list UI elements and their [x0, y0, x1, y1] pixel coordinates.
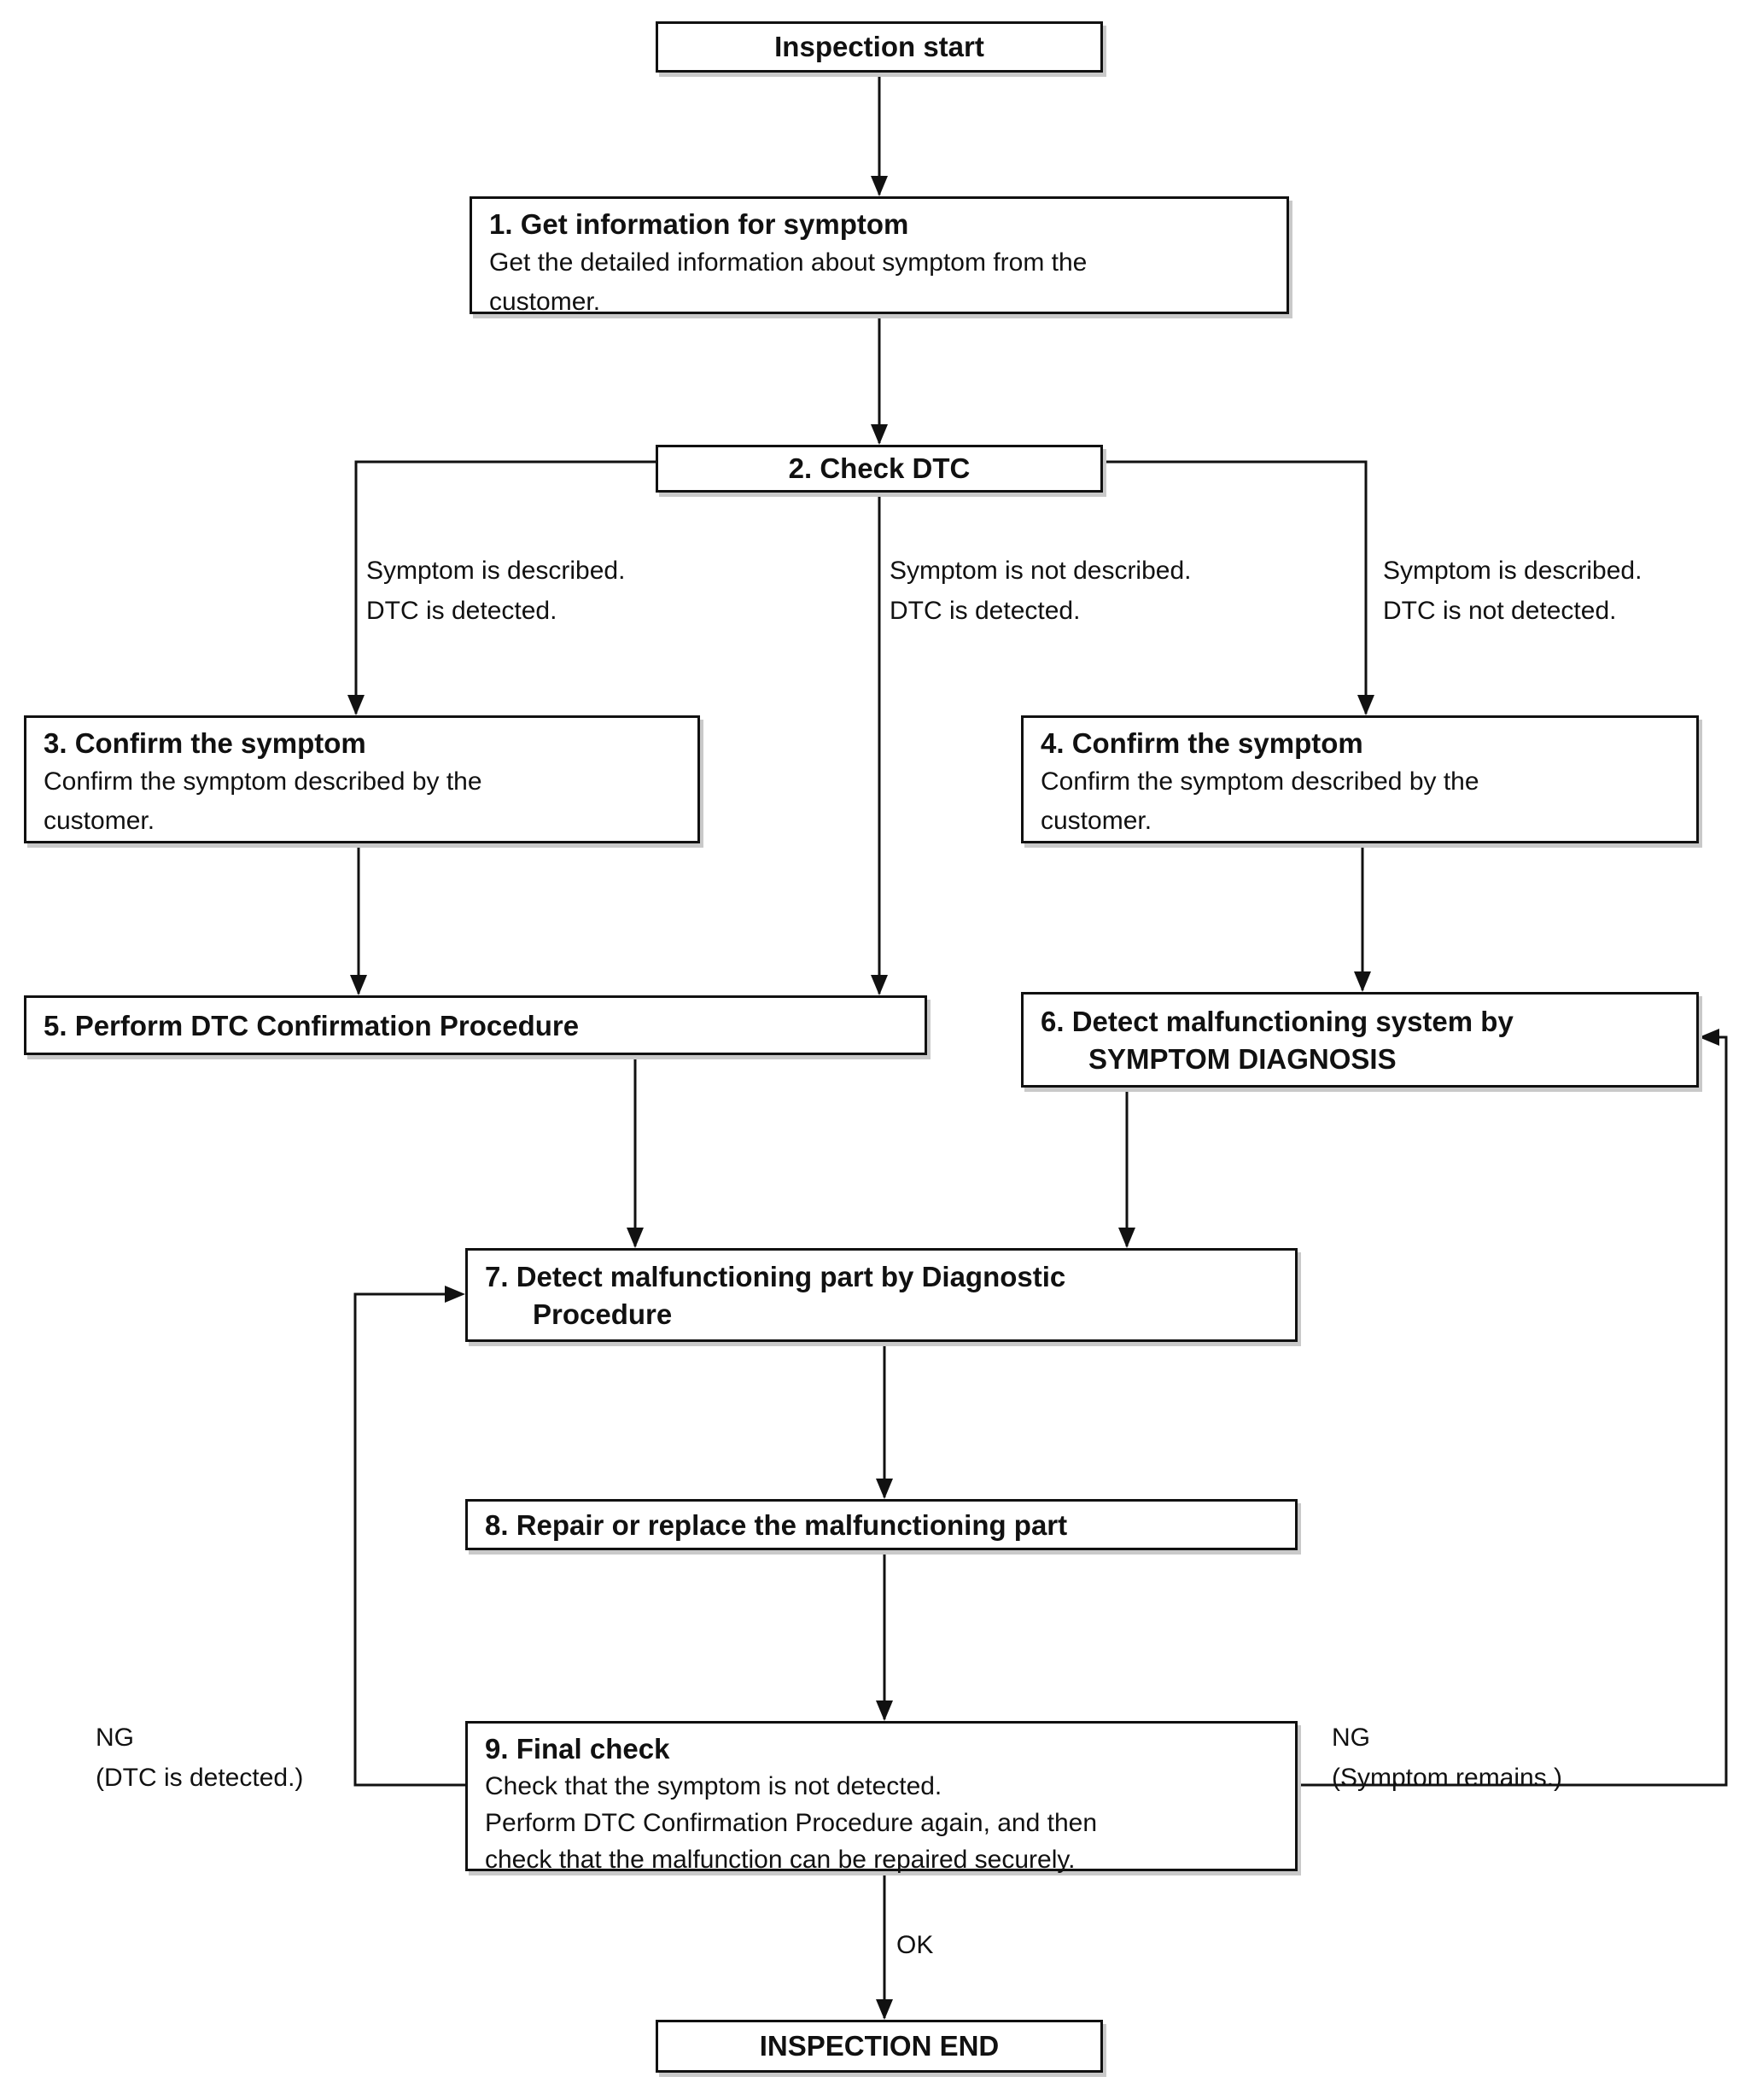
node-step-4: 4. Confirm the symptom Confirm the sympt… [1021, 715, 1699, 843]
arrowhead-into-step7-right-col [1118, 1228, 1135, 1248]
arrowhead-into-end [876, 1999, 893, 2020]
node-inspection-end: INSPECTION END [656, 2020, 1103, 2073]
label-ng-left: NG (DTC is detected.) [96, 1724, 304, 1792]
node-title-line2: Procedure [533, 1298, 673, 1330]
arrowhead-into-step4 [1357, 695, 1374, 715]
node-title: 3. Confirm the symptom [44, 727, 366, 759]
label-branch-left: Symptom is described. DTC is detected. [366, 557, 626, 625]
node-step-2: 2. Check DTC [656, 445, 1103, 493]
node-step-6: 6. Detect malfunctioning system by SYMPT… [1021, 992, 1699, 1088]
arrowhead-into-step5-left [350, 975, 367, 995]
node-step-9: 9. Final check Check that the symptom is… [465, 1721, 1298, 1874]
node-title: 5. Perform DTC Confirmation Procedure [44, 1010, 580, 1041]
arrowhead-into-step7-side [445, 1286, 465, 1303]
node-step-8: 8. Repair or replace the malfunctioning … [465, 1499, 1298, 1550]
node-step-1: 1. Get information for symptom Get the d… [470, 196, 1289, 316]
node-title: 1. Get information for symptom [489, 208, 909, 240]
arrowhead-into-step9 [876, 1700, 893, 1721]
arrowhead-into-step6-side [1699, 1029, 1719, 1046]
node-title: 8. Repair or replace the malfunctioning … [485, 1509, 1068, 1541]
node-step-5: 5. Perform DTC Confirmation Procedure [24, 995, 927, 1055]
arrowhead-into-step7-left-col [627, 1228, 644, 1248]
node-title: 2. Check DTC [788, 452, 971, 484]
arrowhead-into-step6-top [1354, 971, 1371, 992]
node-inspection-start: Inspection start [656, 21, 1103, 73]
node-body: Confirm the symptom described by the cus… [1041, 767, 1479, 835]
arrowhead-into-step2 [871, 424, 888, 445]
node-title: 6. Detect malfunctioning system by [1041, 1006, 1514, 1037]
connector-step9-to-step6-ng [1298, 1035, 1728, 1787]
node-title: 4. Confirm the symptom [1041, 727, 1363, 759]
connector-step2-to-step4 [1103, 460, 1368, 714]
node-body: Get the detailed information about sympt… [489, 248, 1088, 316]
node-step-7: 7. Detect malfunctioning part by Diagnos… [465, 1248, 1298, 1342]
node-title: Inspection start [774, 31, 984, 62]
label-branch-middle: Symptom is not described. DTC is detecte… [890, 557, 1192, 625]
node-step-3: 3. Confirm the symptom Confirm the sympt… [24, 715, 700, 843]
node-body: Confirm the symptom described by the cus… [44, 767, 482, 835]
node-body: Check that the symptom is not detected. … [485, 1772, 1098, 1874]
node-title: INSPECTION END [759, 2030, 1000, 2062]
node-title-line2: SYMPTOM DIAGNOSIS [1088, 1043, 1397, 1075]
arrowhead-into-step1 [871, 176, 888, 196]
label-ok: OK [896, 1931, 934, 1959]
connector-step2-to-step3 [354, 460, 656, 714]
arrowhead-into-step3 [347, 695, 365, 715]
node-title: 9. Final check [485, 1733, 670, 1765]
arrowhead-into-step5-middle [871, 975, 888, 995]
label-ng-right: NG (Symptom remains.) [1332, 1724, 1563, 1792]
arrowhead-into-step8 [876, 1479, 893, 1499]
node-title: 7. Detect malfunctioning part by Diagnos… [485, 1261, 1066, 1292]
connector-step9-to-step7-ng [353, 1292, 465, 1787]
label-branch-right: Symptom is described. DTC is not detecte… [1383, 557, 1642, 625]
